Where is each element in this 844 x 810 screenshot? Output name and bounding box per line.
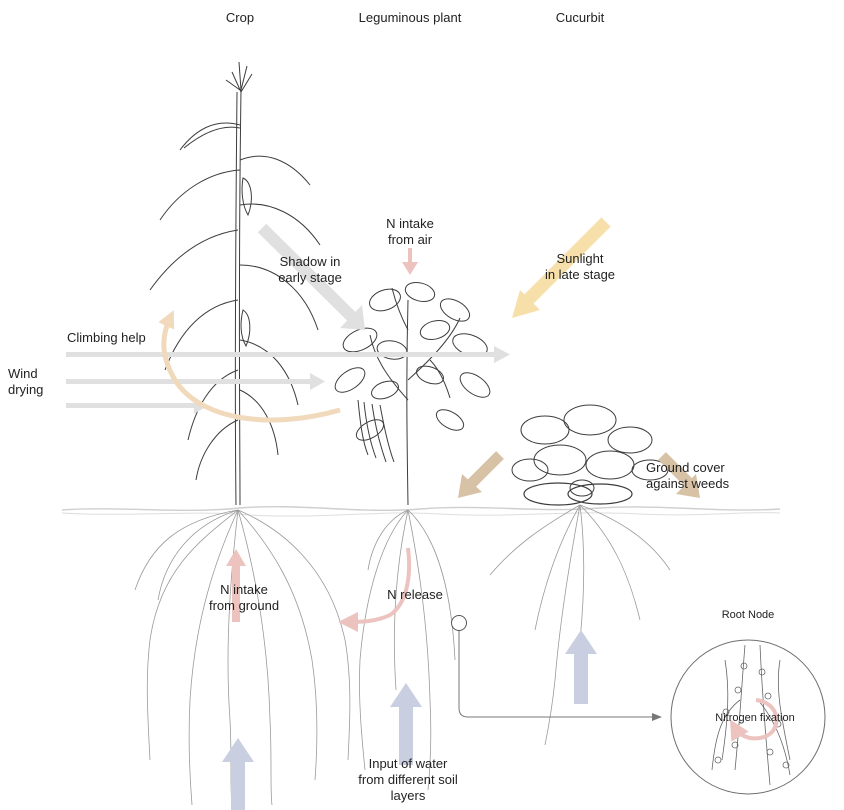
column-title-legume: Leguminous plant bbox=[350, 10, 470, 26]
cucurbit-roots bbox=[490, 505, 670, 745]
root-node-callout bbox=[452, 616, 663, 722]
label-wind-drying: Wind drying bbox=[8, 366, 68, 398]
arrow-n-intake-air bbox=[402, 248, 418, 275]
label-n-intake-ground: N intake from ground bbox=[196, 582, 292, 614]
ground-surface bbox=[62, 507, 780, 516]
label-ground-cover: Ground cover against weeds bbox=[646, 460, 756, 492]
label-root-node: Root Node bbox=[700, 607, 796, 623]
label-nitrogen-fixation: Nitrogen fixation bbox=[700, 710, 810, 726]
label-n-release: N release bbox=[375, 587, 455, 603]
label-water-input: Input of water from different soil layer… bbox=[348, 756, 468, 804]
cucurbit-plant bbox=[512, 405, 668, 505]
column-title-crop: Crop bbox=[210, 10, 270, 26]
label-sunlight: Sunlight in late stage bbox=[532, 251, 628, 283]
label-shadow: Shadow in early stage bbox=[268, 254, 352, 286]
column-title-cucurbit: Cucurbit bbox=[540, 10, 620, 26]
label-n-intake-air: N intake from air bbox=[370, 216, 450, 248]
label-climbing-help: Climbing help bbox=[67, 330, 177, 346]
